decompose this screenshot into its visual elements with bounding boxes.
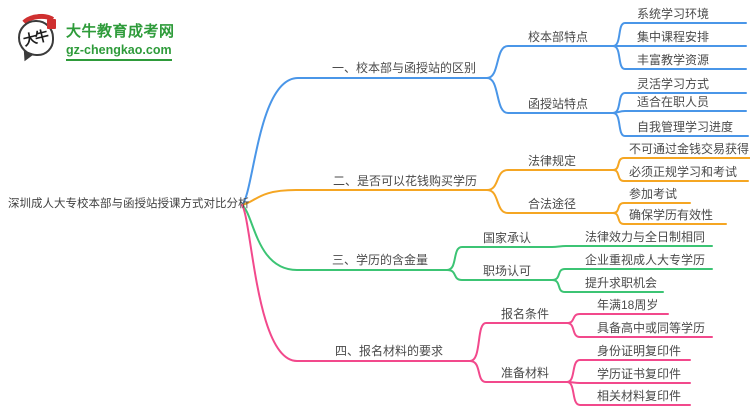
node-age-18: 年满18周岁 (597, 298, 659, 312)
node-id-copy: 身份证明复印件 (597, 344, 682, 358)
node-employers-value: 企业重视成人大专学历 (585, 253, 706, 267)
node-flexible-learning: 灵活学习方式 (637, 77, 710, 91)
node-related-copy: 相关材料复印件 (597, 389, 682, 403)
node-self-managed-pace: 自我管理学习进度 (637, 120, 734, 134)
node-workplace-recognized: 职场认可 (483, 264, 532, 278)
node-no-money-trade: 不可通过金钱交易获得 (629, 142, 750, 156)
node-centralized-schedule: 集中课程安排 (637, 30, 710, 44)
node-same-legal-effect: 法律效力与全日制相同 (585, 230, 706, 244)
daniu-bubble-icon: 大牛 (16, 11, 61, 60)
node-prepare-materials: 准备材料 (501, 366, 550, 380)
node-highschool-equivalent: 具备高中或同等学历 (597, 321, 706, 335)
node-campus-features: 校本部特点 (528, 30, 589, 44)
node-take-exams: 参加考试 (629, 187, 678, 201)
node-buy-diploma-question: 二、是否可以花钱购买学历 (333, 174, 478, 188)
node-diploma-copy: 学历证书复印件 (597, 367, 682, 381)
logo-red-seal (47, 19, 56, 29)
node-registration-conditions: 报名条件 (501, 307, 550, 321)
node-suits-workers: 适合在职人员 (637, 95, 710, 109)
node-legal-rules: 法律规定 (528, 154, 577, 168)
node-state-recognized: 国家承认 (483, 231, 532, 245)
branch-3-lines (241, 204, 713, 293)
site-logo[interactable]: 大牛 大牛教育成考网 gz-chengkao.com (16, 11, 175, 61)
brand-domain: gz-chengkao.com (66, 43, 172, 61)
node-legal-path: 合法途径 (528, 197, 577, 211)
node-better-job-chances: 提升求职机会 (585, 276, 658, 290)
logo-bubble-text: 大牛 (21, 27, 49, 49)
brand-name: 大牛教育成考网 (66, 23, 175, 40)
node-rich-resources: 丰富教学资源 (637, 53, 710, 67)
node-formal-study-exams: 必须正规学习和考试 (629, 165, 738, 179)
branch-1-lines (241, 22, 749, 206)
node-station-features: 函授站特点 (528, 97, 589, 111)
node-campus-vs-station: 一、校本部与函授站的区别 (332, 61, 477, 75)
root-title: 深圳成人大专校本部与函授站授课方式对比分析 (8, 198, 250, 210)
node-registration-materials: 四、报名材料的要求 (335, 344, 444, 358)
node-systematic-environment: 系统学习环境 (637, 7, 710, 21)
branch-4-lines (241, 204, 713, 406)
node-diploma-value: 三、学历的含金量 (332, 253, 429, 267)
node-ensure-validity: 确保学历有效性 (629, 208, 714, 222)
branch-2-lines (241, 157, 750, 225)
